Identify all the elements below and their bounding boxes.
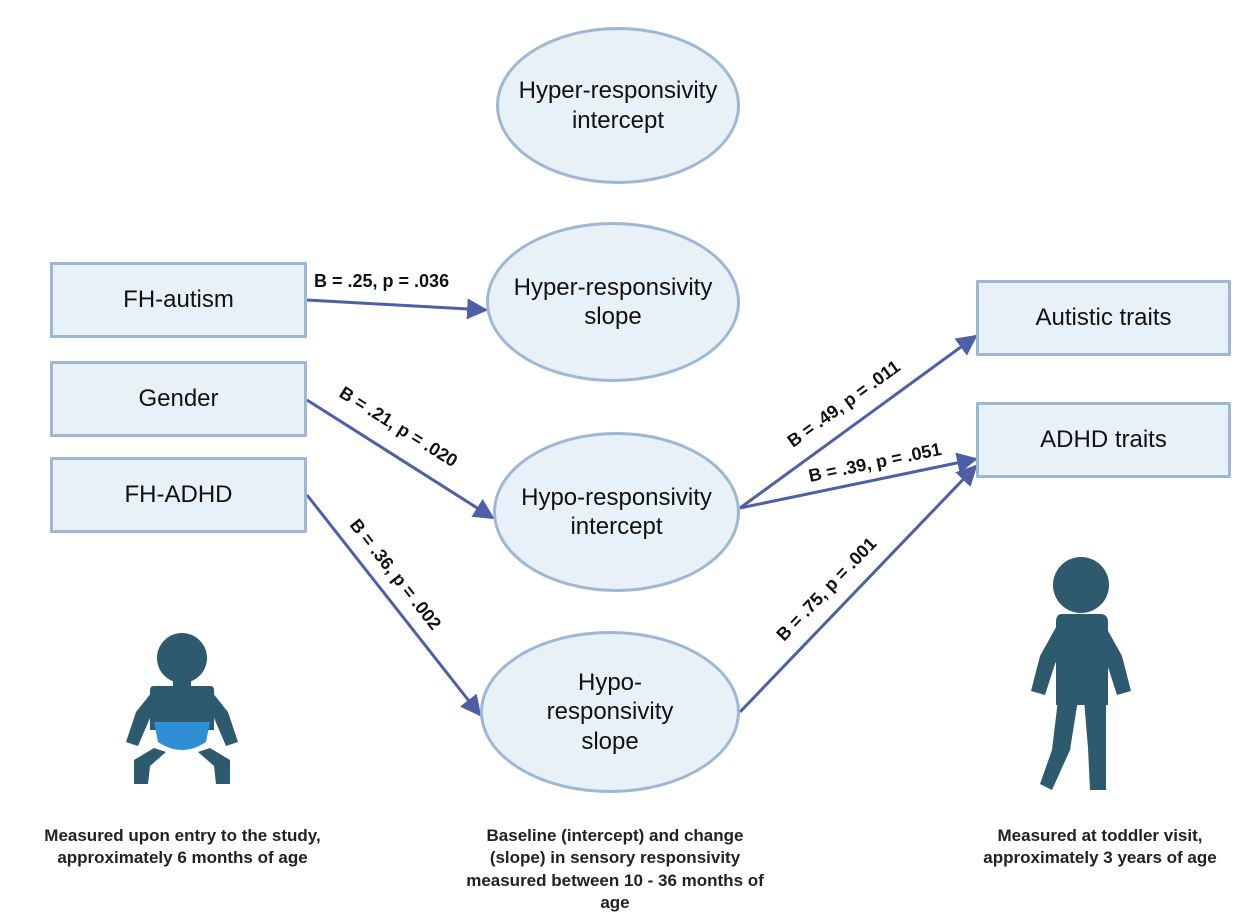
arrow-hypo-slope-to-adhd	[738, 464, 978, 714]
adhd-traits-label: ADHD traits	[1040, 426, 1167, 454]
arrow-hypo-intercept-to-autistic	[739, 334, 978, 510]
arrow-gender-to-hypo-intercept	[306, 398, 495, 520]
edge-label-fh-adhd: B = .36, p = .002	[346, 515, 445, 634]
caption-center: Baseline (intercept) and change (slope) …	[466, 826, 764, 913]
caption-left: Measured upon entry to the study, approx…	[44, 826, 321, 868]
gender-node: Gender	[50, 361, 307, 437]
hyper-responsivity-intercept-label: Hyper-responsivity intercept	[518, 77, 718, 134]
fh-autism-node: FH-autism	[50, 262, 307, 338]
autistic-traits-node: Autistic traits	[976, 280, 1231, 356]
gender-label: Gender	[138, 385, 219, 413]
adhd-traits-node: ADHD traits	[976, 402, 1231, 478]
fh-adhd-node: FH-ADHD	[50, 457, 307, 533]
hypo-responsivity-intercept-label: Hypo-responsivity intercept	[521, 483, 712, 540]
arrow-fh-adhd-to-hypo-slope	[305, 494, 482, 717]
fh-adhd-label: FH-ADHD	[124, 481, 233, 509]
hypo-responsivity-slope-node: Hypo- responsivity slope	[480, 631, 740, 793]
arrow-hypo-intercept-to-adhd	[739, 452, 979, 510]
baby-in-diaper-icon	[126, 633, 238, 784]
caption-right: Measured at toddler visit, approximately…	[983, 826, 1217, 868]
arrow-fh-autism-to-hyper-slope	[306, 298, 489, 320]
hyper-responsivity-intercept-node: Hyper-responsivity intercept	[496, 27, 740, 184]
edge-label-fh-autism: B = .25, p = .036	[314, 271, 449, 291]
toddler-icon	[1031, 557, 1131, 790]
fh-autism-label: FH-autism	[123, 286, 234, 314]
hyper-responsivity-slope-node: Hyper-responsivity slope	[486, 222, 740, 382]
hypo-responsivity-intercept-node: Hypo-responsivity intercept	[493, 432, 740, 592]
edge-label-autistic-traits: B = .49, p = .011	[784, 356, 904, 451]
edge-label-hypo-slope: B = .75, p = .001	[772, 533, 880, 644]
autistic-traits-label: Autistic traits	[1035, 304, 1172, 332]
hyper-responsivity-slope-label: Hyper-responsivity slope	[513, 273, 713, 330]
hypo-responsivity-slope-label: Hypo- responsivity slope	[546, 669, 674, 755]
